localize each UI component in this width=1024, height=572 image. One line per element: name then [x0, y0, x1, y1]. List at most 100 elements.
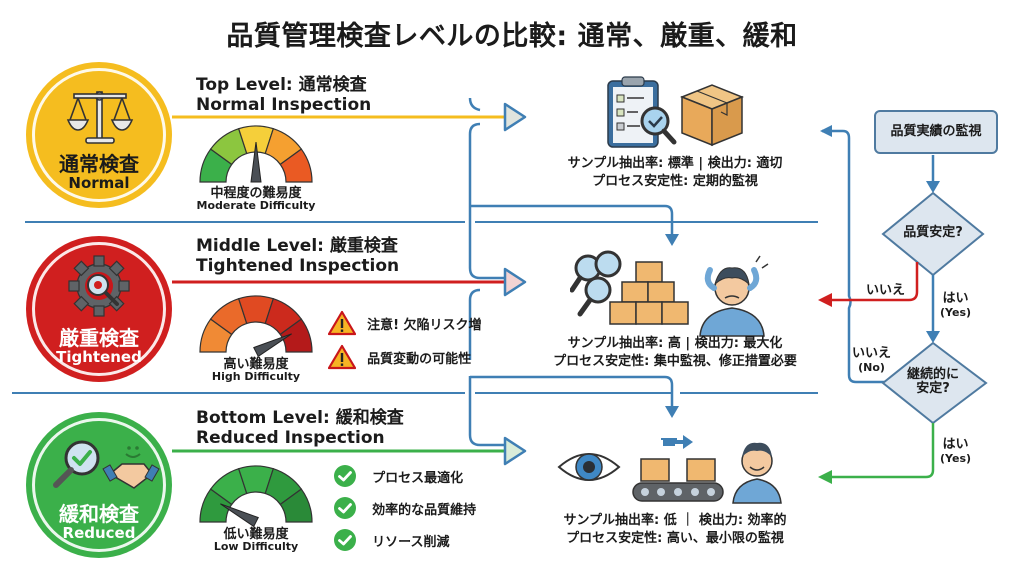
decision2-yes-en: (Yes)	[940, 452, 972, 465]
level-normal-title-line1: Top Level: 通常検査	[196, 75, 367, 95]
difficulty-normal-en: Moderate Difficulty	[196, 199, 316, 212]
badge-normal-en: Normal	[68, 174, 130, 192]
balance-scale-icon	[66, 91, 134, 144]
check-note-text: 効率的な品質維持	[372, 502, 477, 518]
decision2-label: 継続的に 安定?	[883, 368, 983, 396]
bus-mid-curl	[468, 288, 481, 360]
warning-note-text: 品質変動の可能性	[367, 351, 472, 367]
decision1-yes-label: はい (Yes)	[940, 292, 971, 320]
check-circle-icon	[334, 529, 356, 551]
reduced-desc-line2: プロセス安定性: 高い、最小限の監視	[566, 531, 784, 546]
difficulty-tightened-jp: 高い難易度	[223, 357, 289, 372]
flow-no-red	[830, 262, 919, 302]
check-note-text: プロセス最適化	[372, 470, 464, 486]
tightened-desc-line2: プロセス安定性: 集中監視、修正措置必要	[553, 354, 797, 369]
normal-description: サンプル抽出率: 標準 | 検出力: 適切 プロセス安定性: 定期的監視	[525, 155, 825, 191]
decision2-no-label: いいえ (No)	[852, 347, 891, 375]
level-tightened-title: Middle Level: 厳重検査 Tightened Inspection	[196, 236, 399, 276]
gauge-needle	[250, 141, 262, 183]
level-reduced-title: Bottom Level: 緩和検査 Reduced Inspection	[196, 408, 404, 448]
tightened-illustration	[570, 250, 769, 337]
decision2-line1: 継続的に	[906, 367, 959, 382]
flow-yes-green	[830, 423, 935, 479]
happy-worker-icon	[732, 442, 782, 504]
gauge-needle	[220, 503, 259, 528]
gauge-needle	[253, 333, 292, 358]
box-pyramid-icon	[609, 261, 689, 325]
badge-reduced-en: Reduced	[62, 524, 136, 542]
flow-yes-green-head	[818, 470, 832, 484]
magnifier-check-icon	[640, 106, 677, 145]
arrowhead-tightened	[503, 267, 527, 297]
branch-to-tightened-head	[665, 234, 679, 246]
branch-to-reduced	[470, 375, 674, 408]
warning-note-text: 注意! 欠陥リスク増	[367, 317, 482, 333]
check-note-3: リソース削減	[333, 528, 449, 552]
badge-normal-jp: 通常検査	[59, 152, 139, 176]
arrowhead-reduced	[503, 436, 527, 466]
level-normal-title: Top Level: 通常検査 Normal Inspection	[196, 75, 371, 115]
check-circle-icon	[334, 465, 356, 487]
difficulty-reduced-en: Low Difficulty	[213, 540, 299, 553]
check-circle-icon	[334, 497, 356, 519]
flow-return-head	[820, 125, 832, 137]
decision1-no-label: いいえ	[866, 283, 906, 298]
decision2-yes-jp: はい	[942, 437, 969, 452]
level-reduced-title-line2: Reduced Inspection	[196, 428, 385, 448]
difficulty-gauge-reduced	[199, 465, 313, 528]
difficulty-reduced-jp: 低い難易度	[223, 527, 289, 542]
stressed-worker-icon	[699, 255, 769, 337]
reduced-description: サンプル抽出率: 低 ｜ 検出力: 効率的 プロセス安定性: 高い、最小限の監視	[525, 512, 825, 548]
decision1-yes-jp: はい	[942, 291, 969, 306]
difficulty-gauge-tightened	[199, 295, 313, 358]
gauge-segment	[279, 148, 313, 183]
arrowhead-normal	[503, 102, 527, 132]
badge-tightened-en: Tightened	[56, 348, 142, 366]
page-title: 品質管理検査レベルの比較: 通常、厳重、緩和	[226, 21, 798, 52]
warning-note-1: 注意! 欠陥リスク増	[327, 310, 482, 336]
branch-to-tightened	[470, 204, 674, 236]
decision1-yes-en: (Yes)	[940, 306, 972, 319]
gauge-segment	[279, 488, 313, 523]
badge-reduced: 緩和検査 Reduced	[26, 412, 172, 558]
reduced-desc-line1: サンプル抽出率: 低 ｜ 検出力: 効率的	[563, 513, 787, 528]
package-box-icon	[679, 84, 745, 147]
flow-return-bus	[822, 129, 885, 384]
badge-reduced-jp: 緩和検査	[59, 502, 139, 526]
gear-magnifier-icon	[68, 255, 130, 317]
bus-main	[468, 122, 505, 280]
magnifier-handshake-icon	[53, 440, 160, 489]
difficulty-gauge-normal	[199, 125, 313, 183]
badge-tightened: 厳重検査 Tightened	[26, 236, 172, 382]
magnifiers-icon	[570, 250, 622, 317]
decision1-label: 品質安定?	[903, 225, 963, 240]
reduced-illustration	[557, 435, 782, 504]
check-note-text: リソース削減	[372, 534, 450, 550]
flow-no-red-head	[818, 293, 832, 307]
difficulty-tightened-en: High Difficulty	[211, 370, 301, 383]
check-note-2: 効率的な品質維持	[333, 496, 476, 520]
level-tightened-title-line2: Tightened Inspection	[196, 256, 400, 276]
decision2-no-jp: いいえ	[852, 346, 892, 361]
tightened-desc-line1: サンプル抽出率: 高 | 検出力: 最大化	[567, 336, 783, 351]
eye-icon	[557, 453, 621, 481]
branch-to-reduced-head	[665, 406, 679, 418]
badge-normal: 通常検査 Normal	[26, 62, 172, 208]
level-normal-title-line2: Normal Inspection	[196, 95, 372, 115]
bus-lower	[468, 376, 505, 447]
level-tightened-title-line1: Middle Level: 厳重検査	[196, 236, 398, 256]
flow-start-box: 品質実績の監視	[874, 110, 998, 154]
decision2-line2: 安定?	[916, 381, 950, 396]
conveyor-belt-icon	[632, 435, 724, 502]
warning-icon	[327, 344, 357, 370]
normal-desc-line1: サンプル抽出率: 標準 | 検出力: 適切	[567, 156, 783, 171]
difficulty-normal-jp: 中程度の難易度	[210, 186, 302, 201]
bus-top-curl	[468, 97, 481, 112]
level-reduced-title-line1: Bottom Level: 緩和検査	[196, 408, 404, 428]
warning-note-2: 品質変動の可能性	[327, 344, 472, 370]
check-note-1: プロセス最適化	[333, 464, 463, 488]
decision2-yes-label: はい (Yes)	[940, 438, 971, 466]
tightened-description: サンプル抽出率: 高 | 検出力: 最大化 プロセス安定性: 集中監視、修正措置…	[525, 335, 825, 371]
normal-illustration	[607, 76, 745, 148]
